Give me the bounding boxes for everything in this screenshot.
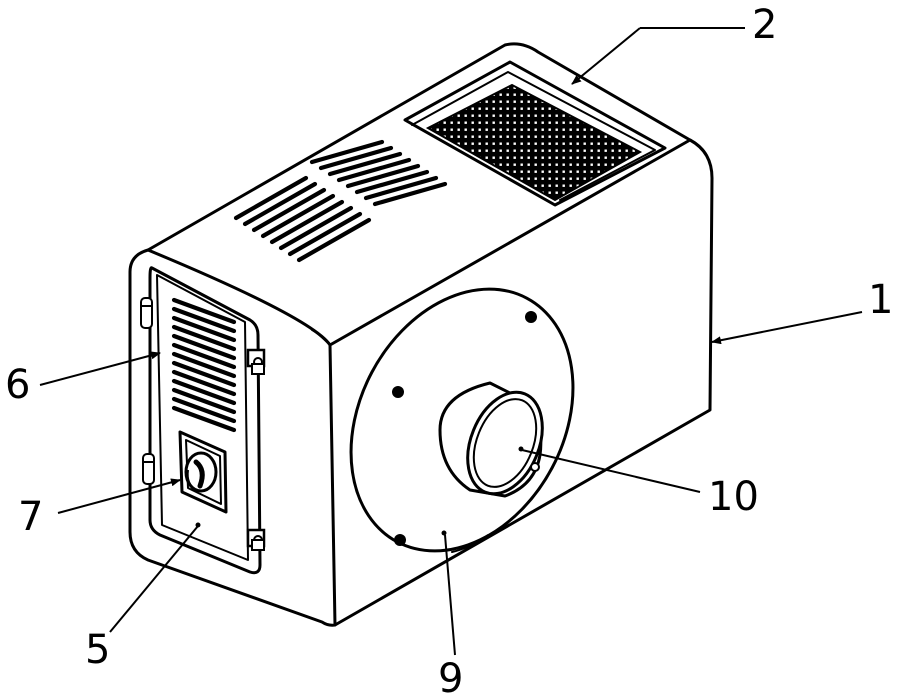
plate-bolt-2 <box>392 386 404 398</box>
duct-inner-rim <box>472 398 538 488</box>
top-vent-slot <box>278 205 354 251</box>
top-vent-slot <box>336 157 412 183</box>
top-edge <box>311 329 331 346</box>
leader-2 <box>571 27 641 85</box>
top-vent-grille <box>233 139 448 263</box>
top-vent-slot <box>345 163 421 189</box>
callout-6: 6 <box>5 362 30 408</box>
duct-screw <box>530 462 540 472</box>
top-vent-slot <box>354 169 430 195</box>
top-vent-slot <box>260 193 336 239</box>
door-vent-slot <box>171 378 237 406</box>
leader-6 <box>39 351 161 386</box>
top-vent-slot <box>363 175 439 201</box>
access-door <box>140 266 266 575</box>
filter-mesh <box>425 83 643 202</box>
fan-outlet-assembly <box>349 287 575 553</box>
door-vent-slot <box>171 342 237 370</box>
plate-bottom-lip <box>451 534 489 553</box>
top-vent-slot <box>269 199 345 245</box>
power-switch <box>178 430 228 514</box>
latch-lower <box>246 528 266 551</box>
callout-2: 2 <box>752 2 777 48</box>
hinge-upper <box>140 297 153 329</box>
top-vent-slot <box>372 181 448 207</box>
top-vent-slot <box>327 151 403 177</box>
leader-lines <box>39 27 863 656</box>
top-vent-slot <box>233 175 309 221</box>
plate-bolt-3 <box>394 534 406 546</box>
callout-1: 1 <box>868 277 893 323</box>
leader-9 <box>444 534 456 656</box>
callout-10: 10 <box>708 474 759 520</box>
plate-bolt-1 <box>525 311 537 323</box>
door-vent-slot <box>171 297 237 325</box>
door-vent-slot <box>171 306 237 334</box>
door-vent-slot <box>171 387 237 415</box>
leader-5 <box>109 525 199 633</box>
opening-inner-edge <box>411 71 656 201</box>
top-vent-slot <box>296 217 372 263</box>
door-vent-slot <box>171 396 237 424</box>
leader-1 <box>711 311 863 345</box>
door-vent-slot <box>171 360 237 388</box>
hinge-lower <box>142 453 155 485</box>
door-vent-slot <box>171 351 237 379</box>
plate-marker-dot <box>441 530 447 536</box>
leader-10 <box>521 449 701 493</box>
top-vent-slot <box>318 145 394 171</box>
door-vent-slot <box>171 315 237 343</box>
top-vent-slot <box>287 211 363 257</box>
leader-7 <box>57 478 181 514</box>
door-frame-inner <box>156 274 249 561</box>
callout-5: 5 <box>85 627 110 673</box>
top-vent-slot <box>242 181 318 227</box>
door-vent-slot <box>171 405 237 433</box>
reference-numerals: 2 1 6 7 5 9 10 <box>5 2 893 698</box>
top-vent-slot <box>251 187 327 233</box>
top-vent-slot <box>309 139 385 165</box>
door-vent-slot <box>171 333 237 361</box>
latch-upper <box>246 348 266 375</box>
callout-9: 9 <box>438 656 463 698</box>
callout-7: 7 <box>18 494 43 540</box>
top-filter-opening <box>403 60 667 207</box>
door-vent-slot <box>171 324 237 352</box>
door-vent-grille <box>171 297 237 433</box>
door-vent-slot <box>171 369 237 397</box>
